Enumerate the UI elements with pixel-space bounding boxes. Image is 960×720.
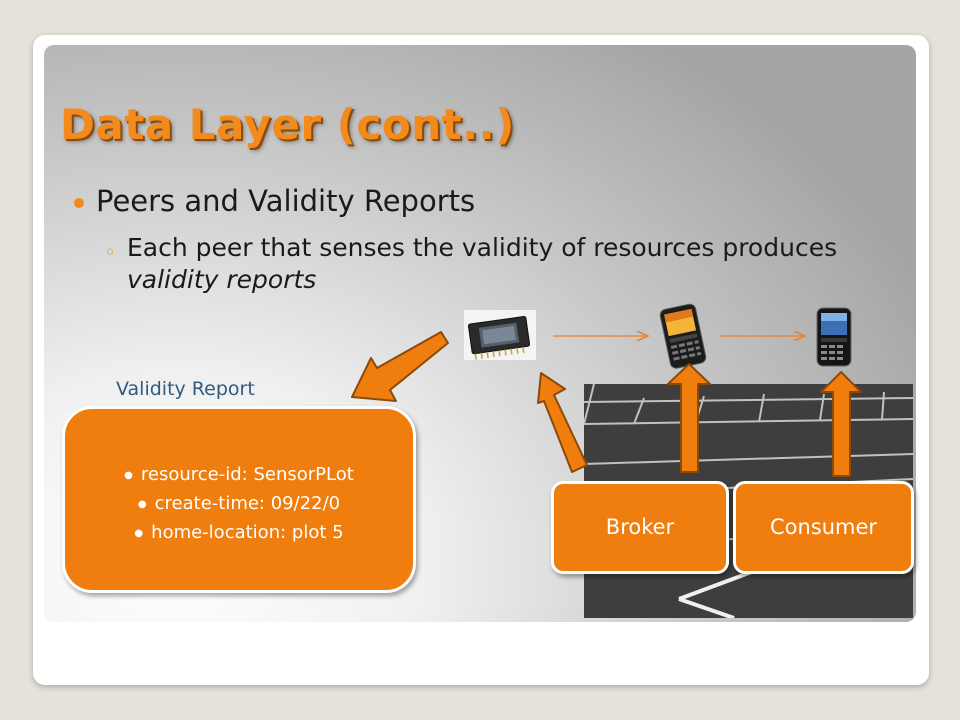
- arrow-up-consumer: [820, 371, 862, 477]
- consumer-box: Consumer: [733, 481, 914, 574]
- validity-report-label: Validity Report: [116, 378, 255, 400]
- bullet-main-text: Peers and Validity Reports: [96, 184, 476, 218]
- bullet-sub-text: Each peer that senses the validity of re…: [127, 232, 897, 296]
- arrow-sensor-to-report: [351, 331, 449, 402]
- bullet-icon: ●: [134, 528, 144, 539]
- bullet-sub-emphasis: validity reports: [127, 265, 317, 294]
- bullet-dot-icon: [74, 198, 84, 208]
- broker-smartphone-icon: [655, 302, 713, 374]
- report-field-list: ●resource-id: SensorPLot ●create-time: 0…: [65, 461, 413, 548]
- bullet-icon: ●: [124, 470, 133, 481]
- bullet-icon: ●: [137, 499, 147, 510]
- broker-box: Broker: [551, 481, 729, 574]
- consumer-smartphone-icon: [814, 306, 854, 372]
- bullet-ring-icon: ◦: [104, 240, 116, 264]
- arrow-broker-to-sensor: [537, 372, 588, 473]
- report-field-resource-id: ●resource-id: SensorPLot: [124, 464, 354, 485]
- bullet-sub-prefix: Each peer that senses the validity of re…: [127, 233, 838, 262]
- report-field-create-time: ●create-time: 09/22/0: [137, 493, 341, 514]
- validity-report-box: ●resource-id: SensorPLot ●create-time: 0…: [62, 406, 416, 593]
- report-field-home-location: ●home-location: plot 5: [134, 522, 344, 543]
- sensor-chip-icon: [464, 310, 536, 360]
- slide-title: Data Layer (cont..): [60, 100, 515, 149]
- arrow-up-broker: [667, 363, 711, 473]
